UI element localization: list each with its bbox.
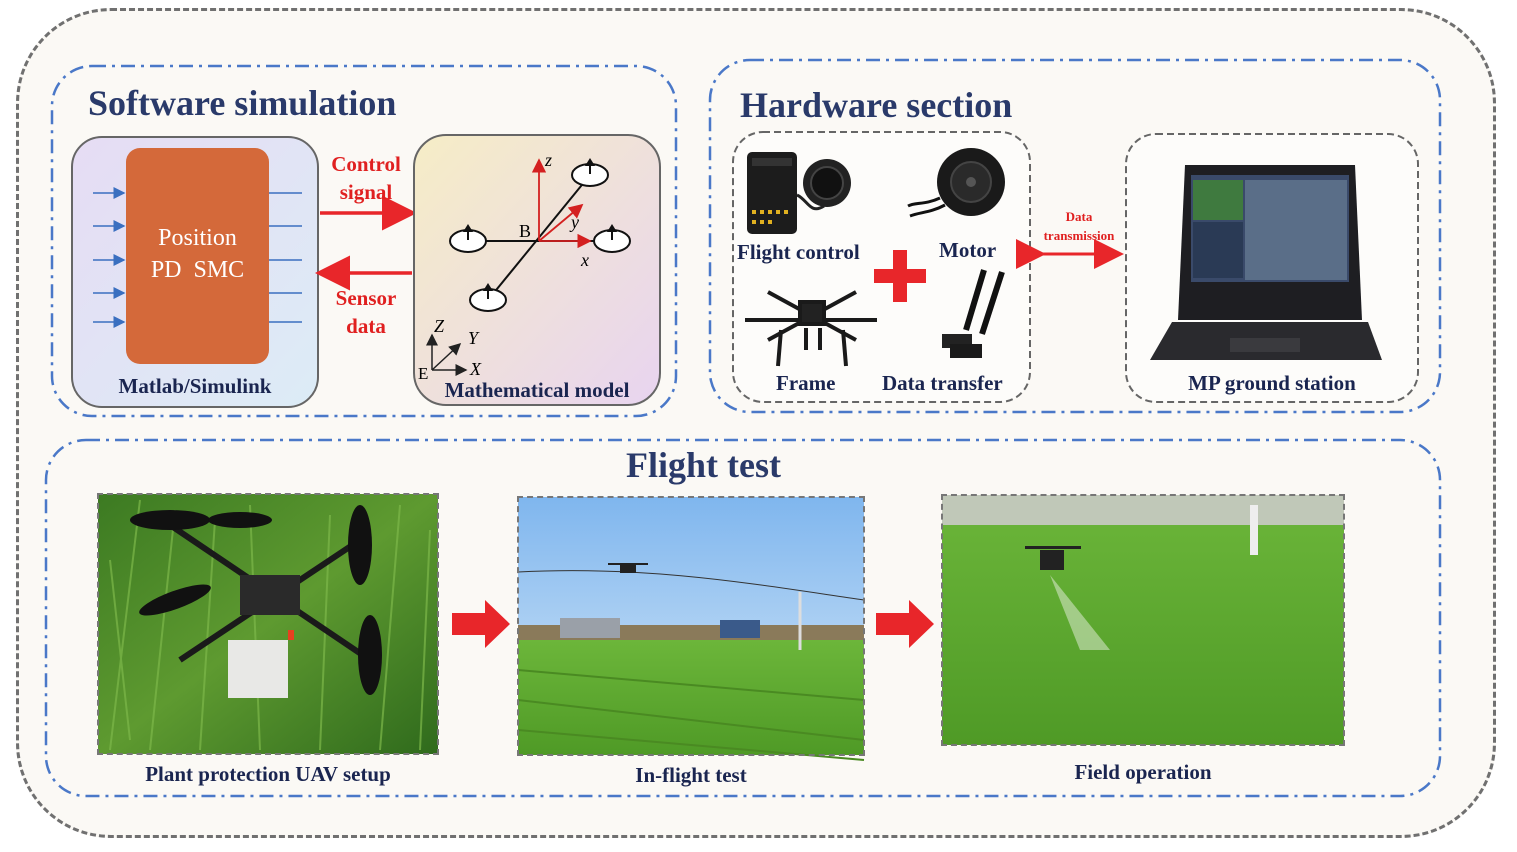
sensor-data-label: Sensor data: [318, 284, 414, 340]
data-transmission-line2: transmission: [1043, 228, 1115, 243]
frame-image: [745, 290, 877, 367]
software-section-border: [50, 64, 678, 418]
control-signal-line1: Control: [331, 152, 401, 176]
data-transmission-line1: Data: [1065, 209, 1093, 224]
quadrotor-model: [449, 163, 631, 312]
plus-icon: [874, 250, 926, 302]
control-signal-label: Control signal: [318, 150, 414, 206]
axis-Z-label: Z: [434, 316, 445, 336]
axis-z-label: z: [545, 150, 553, 170]
flow-arrow-2: [876, 600, 934, 648]
body-origin-label: B: [519, 221, 532, 241]
flight-controller-image: [747, 152, 851, 234]
controller-block: [126, 148, 269, 364]
simulink-label: Matlab/Simulink: [118, 374, 272, 398]
control-signal-line2: signal: [339, 180, 393, 204]
photo-inflight: [517, 497, 865, 761]
controller-line1: Position: [158, 225, 237, 251]
controller-line2: PD SMC: [150, 257, 245, 283]
data-transfer-label: Data transfer: [882, 371, 1003, 395]
motor-label: Motor: [939, 238, 997, 262]
frame-label: Frame: [776, 371, 836, 395]
laptop-image: [1150, 165, 1382, 360]
hardware-section-border: [708, 58, 1442, 414]
photo-field: [942, 495, 1344, 745]
model-label: Mathematical model: [444, 378, 630, 402]
setup-caption: Plant protection UAV setup: [145, 762, 391, 786]
flow-arrow-1: [452, 600, 510, 648]
ground-station-label: MP ground station: [1188, 371, 1356, 395]
flight-section-title: Flight test: [626, 445, 781, 485]
flight-control-label: Flight control: [737, 240, 860, 264]
axis-X-label: X: [470, 359, 481, 379]
setup-photo-frame: [97, 493, 439, 755]
flight-section-border: [44, 438, 1442, 798]
earth-frame-axes: [426, 333, 468, 376]
inflight-photo-frame: [517, 496, 865, 756]
body-frame-axes: [531, 158, 592, 249]
model-box: [413, 134, 661, 406]
data-transfer-image: [942, 269, 1005, 358]
field-photo-frame: [941, 494, 1345, 746]
earth-origin-label: E: [418, 364, 429, 383]
axis-y-label: y: [571, 212, 579, 232]
axis-Y-label: Y: [468, 328, 479, 348]
data-transmission-label: Data transmission: [1034, 207, 1124, 245]
controller-label: Position PD SMC: [126, 222, 269, 286]
sensor-data-line2: data: [346, 314, 386, 338]
axis-x-label: x: [581, 250, 589, 270]
software-section-title: Software simulation: [88, 83, 397, 123]
motor-image: [907, 148, 1005, 218]
sensor-data-line1: Sensor: [335, 286, 397, 310]
hardware-section-title: Hardware section: [740, 85, 1013, 125]
field-caption: Field operation: [1074, 760, 1212, 784]
inflight-caption: In-flight test: [635, 763, 747, 787]
photo-setup: [98, 494, 438, 754]
